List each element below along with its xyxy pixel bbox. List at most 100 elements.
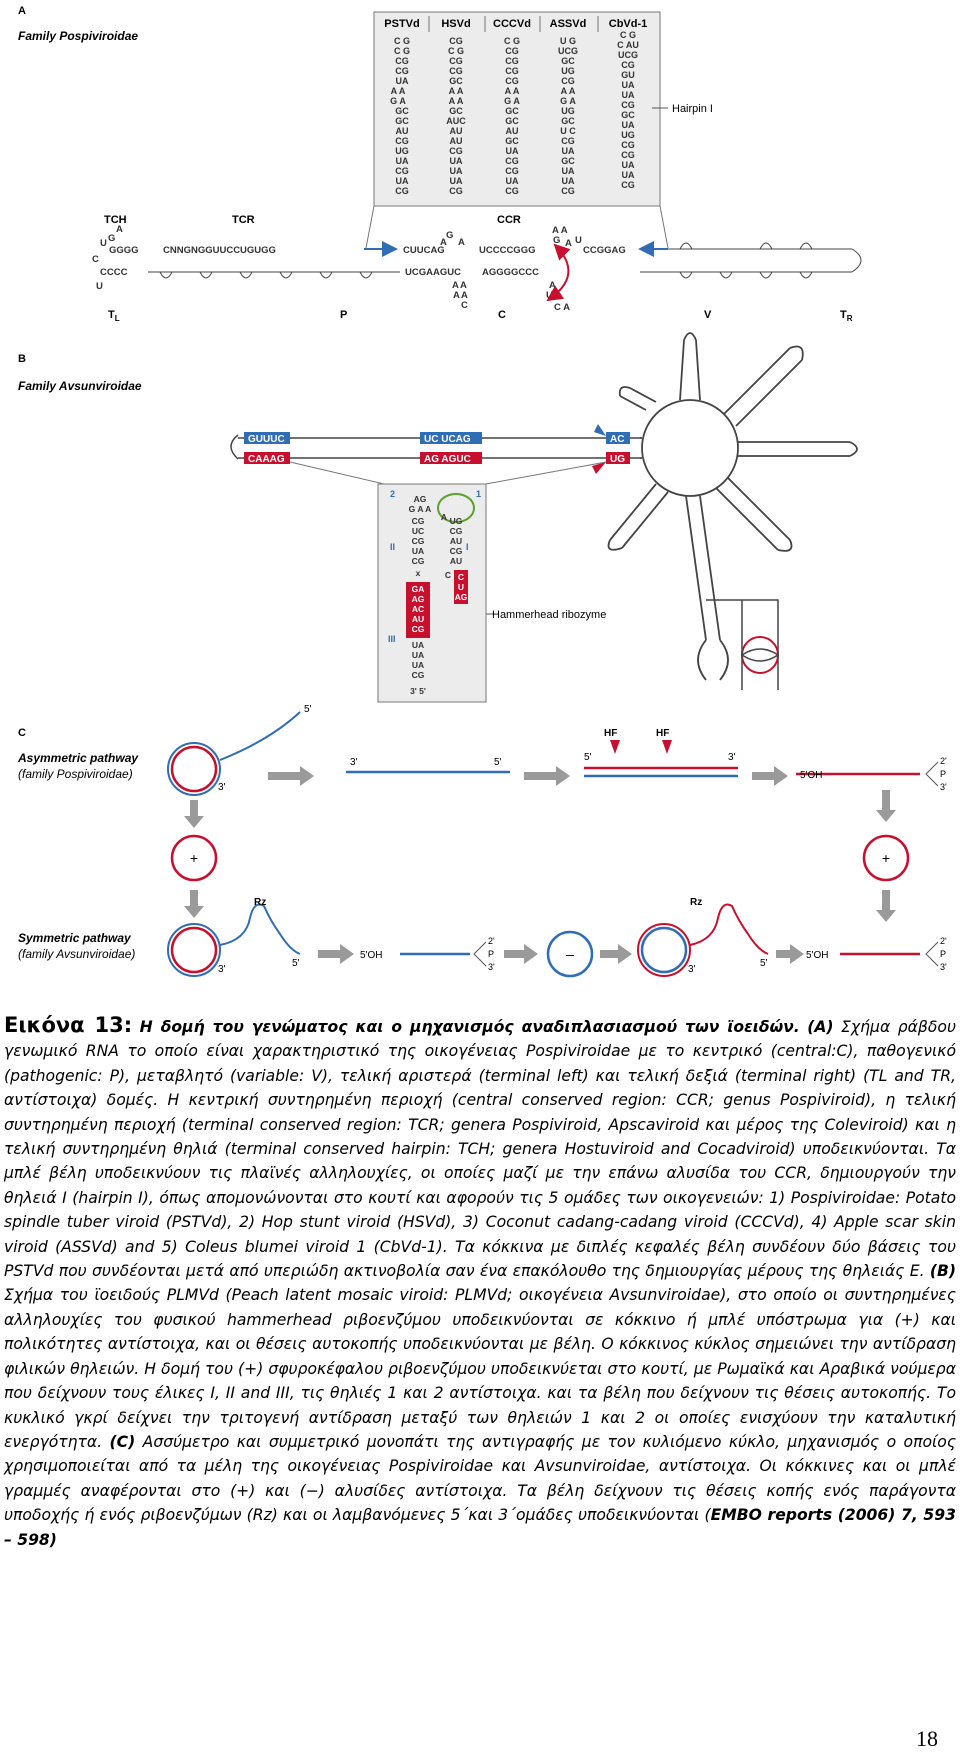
rod-bottom-strand-left: [148, 271, 400, 279]
svg-text:UA: UA: [562, 146, 575, 156]
cleavage-arrow-blue: [594, 424, 606, 436]
svg-text:P: P: [940, 949, 946, 959]
ribozyme-label: Hammerhead ribozyme: [492, 609, 606, 621]
svg-text:UA: UA: [396, 176, 409, 186]
seq-ccr-top-2: UCCCCGGG: [479, 245, 535, 256]
svg-text:CG: CG: [505, 46, 519, 56]
panel-b: B Family Avsunviroidae GUUUC UC UCAG AC …: [18, 332, 858, 703]
svg-text:CG: CG: [505, 166, 519, 176]
caption-c-text: Ασσύμετρο και συμμετρικό μονοπάτι της αν…: [4, 1432, 956, 1525]
svg-text:C: C: [92, 254, 99, 265]
svg-text:UCG: UCG: [618, 50, 638, 60]
svg-text:GC: GC: [395, 106, 409, 116]
svg-text:UCG: UCG: [558, 46, 578, 56]
caption-a-text: Σχήμα ράβδου γενωμικό RNA το οποίο είναι…: [4, 1018, 956, 1281]
svg-text:5'OH: 5'OH: [800, 770, 822, 781]
svg-text:A: A: [453, 290, 460, 301]
ribozyme-red-block-right: [454, 570, 468, 604]
loop-labels: 2 1: [390, 489, 481, 499]
svg-text:AU: AU: [396, 126, 409, 136]
svg-text:AU: AU: [412, 614, 424, 624]
inset-connector-left: [289, 461, 385, 485]
svg-text:CG: CG: [449, 146, 463, 156]
panel-b-family: Family Avsunviroidae: [18, 379, 142, 393]
box-connector-right: [659, 205, 669, 249]
svg-text:GC: GC: [395, 116, 409, 126]
sym-step-2: 5'OH 2' P 3': [360, 936, 495, 972]
svg-text:A A: A A: [449, 86, 464, 96]
svg-text:UA: UA: [412, 650, 424, 660]
svg-text:AU: AU: [506, 126, 519, 136]
svg-text:UA: UA: [412, 546, 424, 556]
left-circular-plus: [170, 834, 218, 882]
svg-text:CG: CG: [412, 624, 425, 634]
svg-text:G: G: [446, 230, 453, 241]
sym-family: (family Avsunviroidae): [18, 947, 135, 961]
svg-text:HF: HF: [656, 728, 669, 739]
svg-text:UG: UG: [621, 130, 635, 140]
svg-text:G A: G A: [504, 96, 520, 106]
box-top-2: UC UCAG: [424, 434, 471, 445]
svg-text:AU: AU: [450, 536, 462, 546]
svg-text:CG: CG: [561, 186, 575, 196]
svg-text:GC: GC: [505, 106, 519, 116]
hairpin-box: [373, 11, 661, 207]
svg-text:U C: U C: [560, 126, 576, 136]
svg-text:U G: U G: [560, 36, 576, 46]
branched-structure: [607, 332, 858, 681]
domain-labels: TL P C V TR: [108, 309, 853, 323]
rod-right-strands: [640, 242, 862, 279]
inset-connector-right: [485, 461, 607, 485]
svg-text:CG: CG: [449, 36, 463, 46]
svg-text:CG: CG: [395, 66, 409, 76]
svg-text:UA: UA: [622, 170, 635, 180]
arrow-asym-2: [524, 766, 570, 786]
svg-text:A A: A A: [505, 86, 520, 96]
svg-text:AU: AU: [450, 556, 462, 566]
caption-c-marker: (C): [109, 1432, 136, 1451]
sym-title: Symmetric pathway: [18, 931, 132, 945]
svg-text:CG: CG: [621, 150, 635, 160]
svg-text:GC: GC: [561, 156, 575, 166]
svg-text:UA: UA: [622, 90, 635, 100]
svg-text:GC: GC: [449, 76, 463, 86]
domain-c: C: [498, 309, 506, 321]
svg-text:CG: CG: [412, 536, 425, 546]
svg-text:GC: GC: [449, 106, 463, 116]
domain-v: V: [704, 309, 712, 321]
figure-caption: Εικόνα 13: Η δομή του γενώματος και ο μη…: [4, 1013, 956, 1552]
svg-text:UA: UA: [396, 156, 409, 166]
svg-text:3': 3': [350, 757, 358, 768]
arrow-asym-down: [876, 790, 896, 822]
svg-text:G A: G A: [560, 96, 576, 106]
svg-text:A: A: [452, 280, 459, 291]
svg-text:CG: CG: [561, 76, 575, 86]
svg-text:U: U: [96, 281, 103, 292]
svg-text:C G: C G: [620, 30, 636, 40]
svg-text:UA: UA: [622, 120, 635, 130]
svg-text:3': 3': [940, 962, 947, 972]
helix-iii: III: [388, 634, 396, 644]
svg-text:U: U: [100, 238, 107, 249]
page-number: 18: [916, 1726, 938, 1751]
svg-text:A: A: [461, 290, 468, 301]
svg-text:UA: UA: [622, 80, 635, 90]
label-tch: TCH: [104, 214, 127, 226]
svg-text:CG: CG: [505, 66, 519, 76]
box-top-1: GUUUC: [248, 434, 285, 445]
svg-text:CG: CG: [505, 156, 519, 166]
svg-text:2': 2': [940, 756, 947, 766]
svg-text:A: A: [565, 238, 572, 249]
svg-text:3': 3': [940, 782, 947, 792]
svg-text:UA: UA: [450, 176, 463, 186]
svg-text:GU: GU: [621, 70, 635, 80]
svg-text:Rz: Rz: [690, 897, 702, 908]
svg-text:5': 5': [494, 757, 502, 768]
sym-step-1: Rz 5' 3': [167, 897, 301, 977]
svg-text:A: A: [441, 512, 447, 522]
svg-text:UG: UG: [395, 146, 409, 156]
svg-text:3': 3': [218, 964, 226, 975]
seq-ccr-bottom-1: UCGAAGUC: [405, 267, 461, 278]
